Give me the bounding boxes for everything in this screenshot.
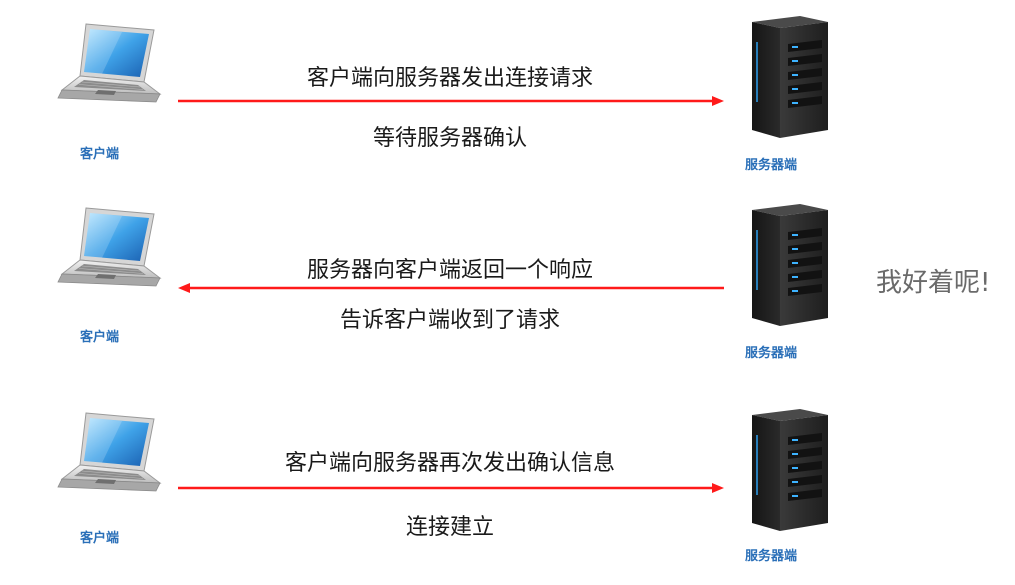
client-label: 客户端 xyxy=(80,330,120,345)
step-2-subtext: 告诉客户端收到了请求 xyxy=(339,308,560,333)
step-3-message: 客户端向服务器再次发出确认信息 xyxy=(284,451,615,476)
step-2-message: 服务器向客户端返回一个响应 xyxy=(306,258,593,283)
step-3: 客户端 客户端向服务器再次发出确认信息 连接建立 服务器端 xyxy=(0,395,1015,585)
laptop-icon xyxy=(52,20,162,115)
server-tower-icon xyxy=(742,14,832,140)
client-label: 客户端 xyxy=(80,531,120,546)
step-1-message: 客户端向服务器发出连接请求 xyxy=(306,66,593,91)
laptop-icon xyxy=(52,204,162,299)
step-1-subtext: 等待服务器确认 xyxy=(372,126,527,151)
step-3-subtext: 连接建立 xyxy=(405,515,494,540)
arrow-left xyxy=(178,283,724,293)
laptop-icon xyxy=(52,409,162,504)
server-tower-icon xyxy=(742,407,832,533)
step-1: 客户端 客户端向服务器发出连接请求 等待服务器确认 服务器端 xyxy=(0,0,1015,190)
server-tower-icon xyxy=(742,202,832,328)
server-label: 服务器端 xyxy=(745,346,798,361)
step-2: 客户端 服务器向客户端返回一个响应 告诉客户端收到了请求 服务器端 我好着呢! xyxy=(0,190,1015,380)
client-label: 客户端 xyxy=(80,147,120,162)
server-label: 服务器端 xyxy=(745,158,798,173)
server-note: 我好着呢! xyxy=(876,268,991,298)
arrow-right xyxy=(178,96,724,106)
server-label: 服务器端 xyxy=(745,549,798,564)
arrow-right xyxy=(178,483,724,493)
